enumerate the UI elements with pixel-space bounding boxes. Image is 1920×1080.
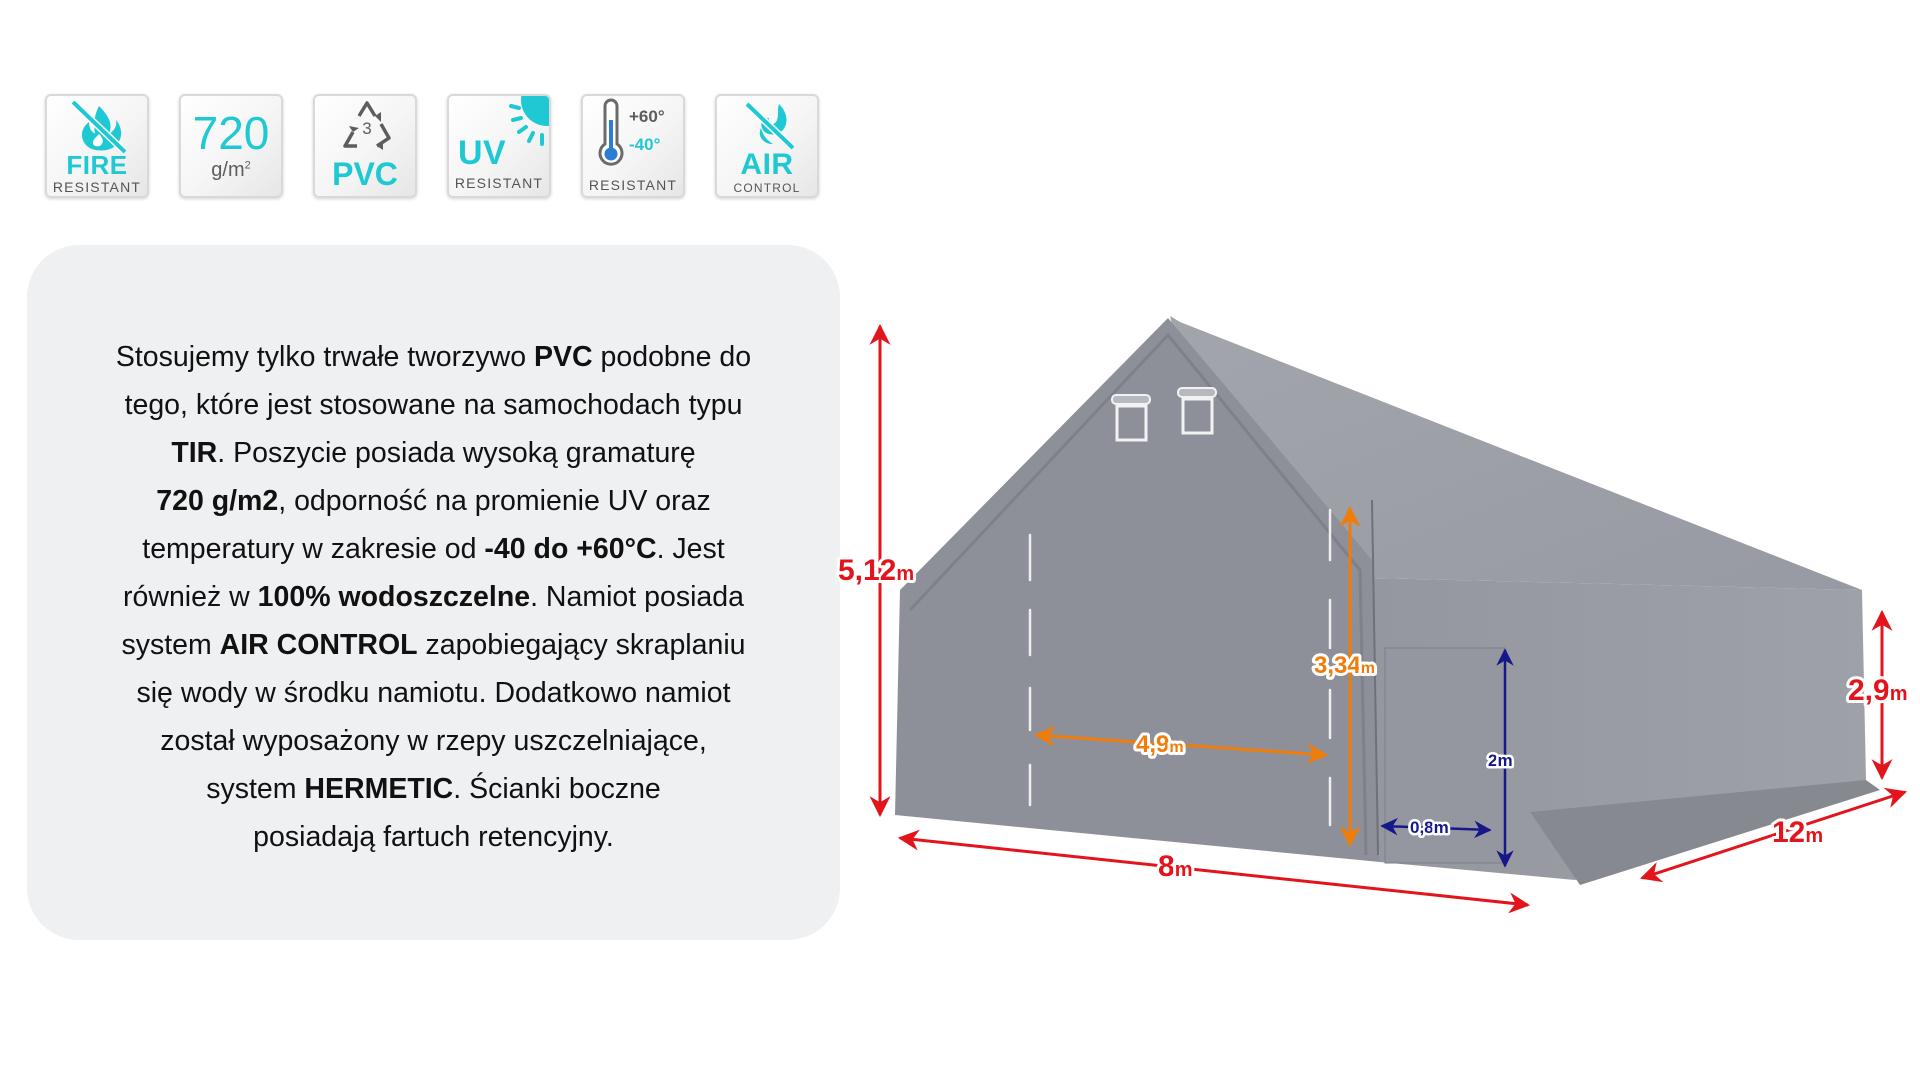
dimension-arrow-length [1640,787,1907,883]
door-fasteners [1028,508,1332,827]
emphasis-text: 720 g/m2 [156,485,279,517]
recycle-3-icon: 3 [343,101,391,150]
tent-side-wall [1370,578,1866,880]
description-line: Stosujemy tylko trwałe tworzywo PVC podo… [67,333,800,381]
body-text: . Ścianki boczne [453,773,661,805]
badge-main-text: 720 [192,107,270,159]
emphasis-text: AIR CONTROL [219,629,418,661]
body-text: tego, które jest stosowane na samochodac… [124,389,743,421]
description-line: tego, które jest stosowane na samochodac… [67,381,800,429]
side-door [1384,647,1506,864]
badge-sub-text: CONTROL [733,181,801,195]
badge-main-text: FIRE [66,150,128,180]
dimension-label-length: 12m [1772,816,1823,849]
description-panel: Stosujemy tylko trwałe tworzywo PVC podo… [27,245,840,940]
roof-window-left [1111,394,1151,442]
badge-pvc: 3 PVC [313,94,417,198]
thermometer-icon [598,98,624,166]
description-line: temperatury w zakresie od -40 do +60°C. … [67,525,800,573]
tent-frame [908,332,1368,856]
badge-main-text: AIR [740,148,794,181]
dimension-label-width: 8m [1158,850,1192,883]
badge-air-control: AIR CONTROL [715,94,819,198]
body-text: , odporność na promienie UV oraz [278,485,711,517]
dimension-label-door-width: 4,9m [1136,731,1184,758]
body-text: podobne do [592,341,752,373]
emphasis-text: PVC [534,341,593,373]
body-text: system [121,629,220,661]
sun-icon [509,96,549,146]
badge-sub-text: RESISTANT [454,175,544,191]
dimension-label-door-height: 3,34m [1314,652,1375,679]
badge-weight: 720 g/m2 [179,94,283,198]
emphasis-text: TIR [171,437,218,469]
body-text: posiadają fartuch retencyjny. [253,821,614,853]
description-line: posiadają fartuch retencyjny. [67,813,800,861]
description-line: system HERMETIC. Ścianki boczne [67,765,800,813]
dimension-label-side-door-width: 0,8m [1410,818,1449,837]
badge-sub-text: RESISTANT [52,179,142,195]
tent-base-skirt [1530,780,1880,885]
badge-main-text: UV [458,134,507,172]
badge-main-text: PVC [332,156,398,192]
badge-fire-resistant: FIRE RESISTANT [45,94,149,198]
badge-unit: g/m2 [211,159,251,181]
tent-roof [1170,316,1862,590]
description-line: system AIR CONTROL zapobiegający skrapla… [67,621,800,669]
temp-min: -40° [629,135,661,154]
door-seam [1371,499,1379,856]
body-text: . Poszycie posiada wysoką gramaturę [217,437,696,469]
dimension-arrow-width [897,829,1531,914]
body-text: system [206,773,305,805]
emphasis-text: HERMETIC [304,773,454,805]
body-text: się wody w środku namiotu. Dodatkowo nam… [136,677,731,709]
body-text: został wyposażony w rzepy uszczelniające… [160,725,707,757]
description-line: 720 g/m2, odporność na promienie UV oraz [67,477,800,525]
badge-uv-resistant: UV RESISTANT [447,94,551,198]
description-line: również w 100% wodoszczelne. Namiot posi… [67,573,800,621]
tent-front-gable [895,318,1380,862]
description-line: się wody w środku namiotu. Dodatkowo nam… [67,669,800,717]
badge-sub-text: RESISTANT [588,177,678,193]
emphasis-text: -40 do +60°C [484,533,657,565]
emphasis-text: 100% wodoszczelne [257,581,531,613]
body-text: temperatury w zakresie od [142,533,485,565]
body-text: . Namiot posiada [530,581,744,613]
no-fire-icon [70,99,128,155]
badge-temperature: +60° -40° RESISTANT [581,94,685,198]
description-line: został wyposażony w rzepy uszczelniające… [67,717,800,765]
dimension-label-side-height: 2,9m [1848,674,1908,707]
dimension-label-total-height: 5,12m [838,554,914,587]
recycle-code: 3 [362,119,371,138]
dimension-arrow-side-door-width [1380,817,1492,839]
feature-badges: FIRE RESISTANT 720 g/m2 3 PVC [45,94,819,198]
description-line: TIR. Poszycie posiada wysoką gramaturę [67,429,800,477]
temp-max: +60° [629,107,665,126]
body-text: . Jest [656,533,725,565]
dimension-label-side-door-height: 2m [1488,751,1513,770]
dimension-arrow-door-width [1033,725,1329,765]
body-text: Stosujemy tylko trwałe tworzywo [115,341,534,373]
body-text: zapobiegający skraplaniu [417,629,746,661]
body-text: również w [123,581,258,613]
no-drop-icon [744,101,796,151]
roof-window-right [1177,387,1217,435]
description-text: Stosujemy tylko trwałe tworzywo PVC podo… [67,333,800,861]
